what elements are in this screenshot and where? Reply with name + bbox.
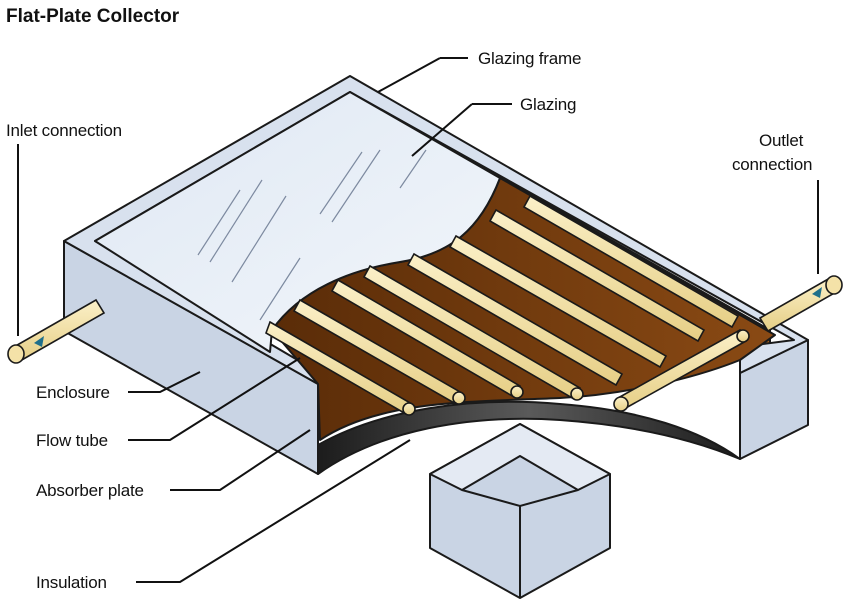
glazing-panel	[94, 91, 501, 353]
leader-glazing-frame	[377, 57, 468, 93]
glass-glare	[197, 149, 427, 321]
label-insulation: Insulation	[36, 573, 107, 592]
label-inlet-connection: Inlet connection	[6, 121, 122, 140]
label-outlet-connection-line1: Outlet	[759, 131, 804, 150]
flow-tube-5	[406, 252, 624, 387]
labels: Glazing frame Glazing Inlet connection O…	[6, 49, 812, 592]
inlet-pipe	[7, 298, 106, 364]
diagram-title: Flat-Plate Collector	[6, 6, 180, 27]
leader-flow-tube	[128, 357, 301, 441]
leader-enclosure	[128, 371, 201, 393]
flow-tube-7	[488, 208, 706, 343]
insulation-layer	[317, 400, 741, 475]
leader-absorber-plate	[170, 429, 311, 491]
label-absorber-plate: Absorber plate	[36, 481, 144, 500]
leader-glazing	[411, 103, 512, 157]
label-outlet-connection-line2: connection	[732, 155, 812, 174]
outlet-flow-arrow-icon	[812, 287, 822, 298]
leader-lines	[17, 57, 819, 583]
outlet-pipe	[758, 275, 843, 333]
label-flow-tube: Flow tube	[36, 431, 108, 450]
flow-tube-8	[522, 194, 740, 329]
enclosure-corner-section	[429, 423, 611, 599]
flow-tubes	[265, 194, 750, 416]
flow-tube-6	[448, 234, 668, 369]
leader-insulation	[136, 439, 411, 583]
collector-body	[7, 75, 843, 475]
label-glazing: Glazing	[520, 95, 576, 114]
inlet-flow-arrow-icon	[34, 336, 44, 347]
label-enclosure: Enclosure	[36, 383, 110, 402]
label-glazing-frame: Glazing frame	[478, 49, 581, 68]
